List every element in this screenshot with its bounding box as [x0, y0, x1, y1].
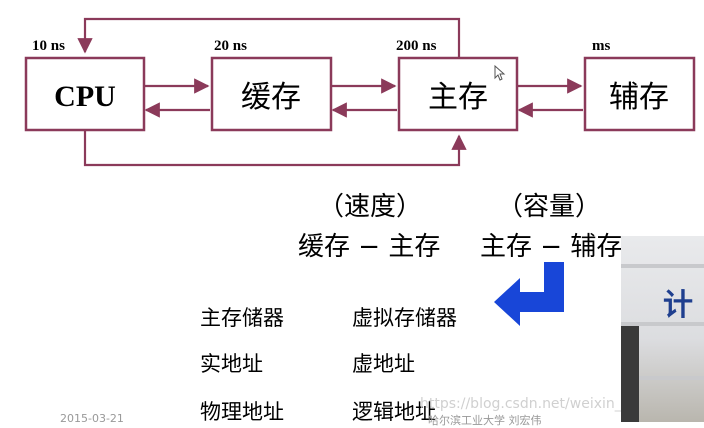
cache-main-pair: 缓存 − 主存 [298, 232, 441, 262]
connector-cpu-to-main-bottom [83, 130, 467, 167]
mouse-cursor-icon [494, 64, 506, 81]
cpu-label: CPU [54, 80, 116, 113]
photo-sign-text: 计 [663, 288, 693, 323]
capacity-title: （容量） [497, 192, 602, 222]
cache-box: 缓存 [210, 56, 333, 132]
left-item-2: 实地址 [200, 352, 263, 376]
main-memory-label: 主存 [428, 80, 488, 115]
right-item-2: 虚地址 [352, 352, 415, 376]
right-item-3: 逻辑地址 [352, 400, 436, 424]
main-memory-box: 主存 [397, 56, 519, 132]
cache-time-label: 20 ns [214, 38, 247, 54]
left-item-1: 主存储器 [200, 306, 284, 330]
slide-date: 2015-03-21 [60, 412, 124, 425]
camera-inset-photo: 计 [621, 236, 704, 422]
cache-label: 缓存 [241, 80, 301, 115]
aux-memory-time-label: ms [592, 38, 610, 54]
speed-title: （速度） [318, 192, 423, 222]
memory-hierarchy-diagram: CPU 缓存 主存 辅存 10 ns 20 ns 200 ns ms [24, 17, 696, 167]
aux-memory-box: 辅存 [583, 56, 696, 132]
cpu-box: CPU [24, 56, 146, 132]
main-aux-pair: 主存 − 辅存 [480, 232, 623, 262]
main-memory-time-label: 200 ns [396, 38, 437, 54]
connector-main-to-cpu-top [77, 17, 461, 58]
left-item-3: 物理地址 [200, 400, 284, 424]
cpu-time-label: 10 ns [32, 38, 65, 54]
slide-source: 哈尔滨工业大学 刘宏伟 [428, 414, 542, 427]
aux-memory-label: 辅存 [609, 80, 669, 115]
right-item-1: 虚拟存储器 [352, 306, 457, 330]
blue-bend-arrow-icon [494, 262, 564, 326]
